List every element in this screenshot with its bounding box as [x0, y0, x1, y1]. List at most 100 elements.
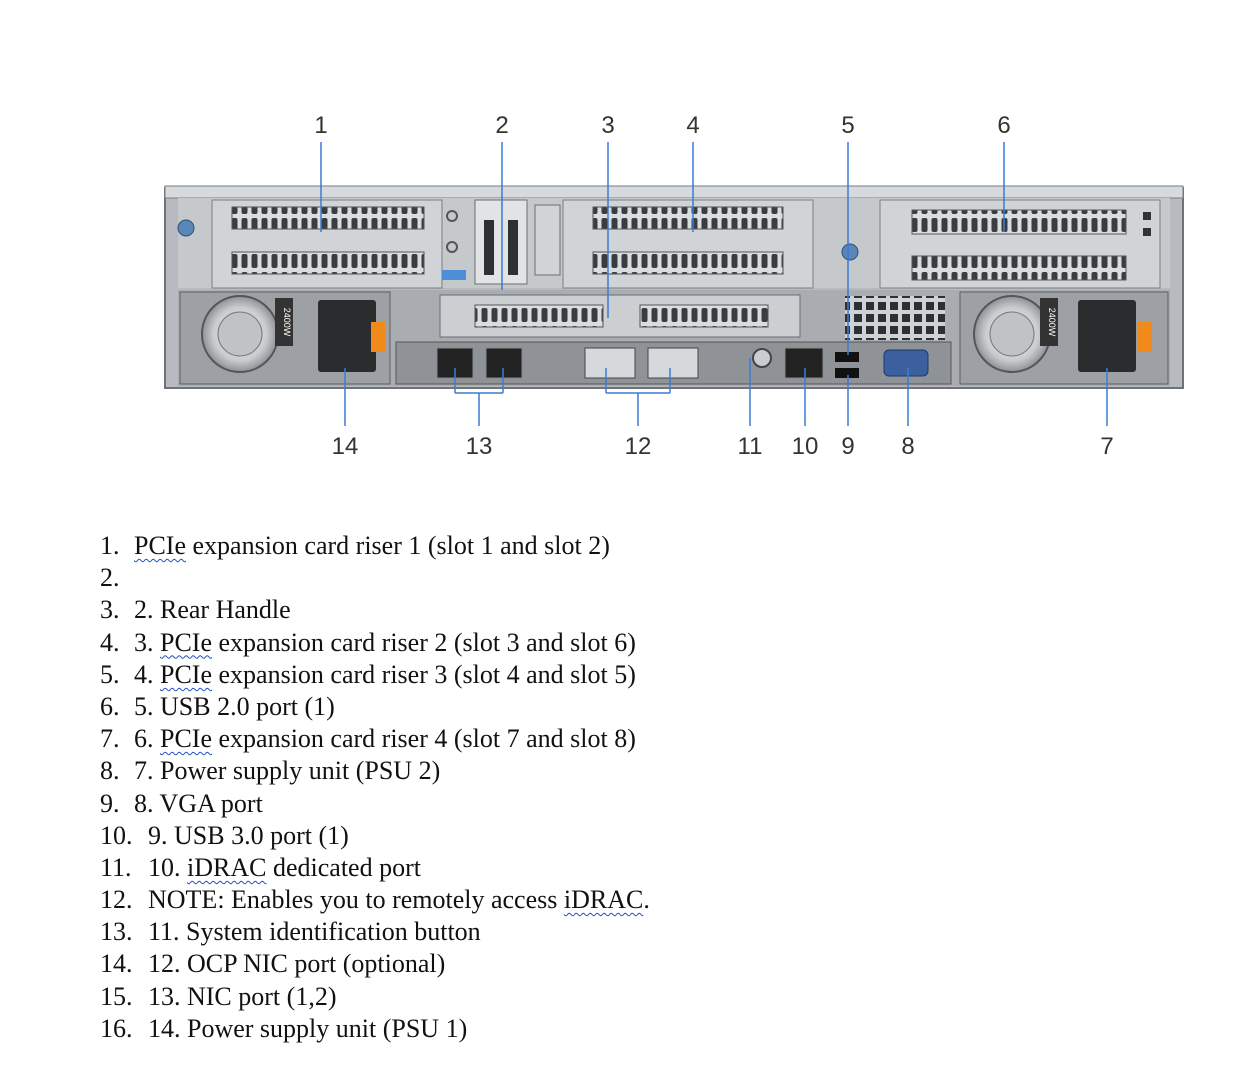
list-item: 10. 9. USB 3.0 port (1) — [100, 820, 650, 852]
list-item-text: 4. — [134, 659, 160, 689]
list-item-text: 10. — [148, 852, 187, 882]
list-item-number: 9. — [100, 788, 120, 818]
callout-number: 4 — [686, 112, 699, 139]
ocp-nic-port-1[interactable] — [584, 347, 636, 379]
io-panel — [395, 341, 952, 385]
list-item: 12.NOTE: Enables you to remotely access … — [100, 884, 650, 916]
spellcheck-flagged-word: PCIe — [160, 627, 212, 657]
callout-number: 12 — [625, 433, 652, 460]
callout-number: 6 — [997, 112, 1010, 139]
callout-number: 11 — [738, 433, 763, 460]
psu-handle[interactable] — [371, 322, 385, 352]
spellcheck-flagged-word: iDRAC — [563, 885, 644, 915]
list-item-number: 8. — [100, 756, 120, 786]
list-item-number: 1. — [100, 531, 120, 560]
component-list: 1. PCIe expansion card riser 1 (slot 1 an… — [100, 530, 650, 1045]
list-item-text: 3. — [134, 627, 160, 657]
callout-number: 5 — [841, 112, 854, 139]
slot-icon — [446, 241, 458, 253]
list-item-text: 12. OCP NIC port (optional) — [148, 949, 446, 979]
list-item-text: 2. Rear Handle — [134, 595, 291, 625]
callout-number: 3 — [601, 112, 614, 139]
list-item-number: 2. — [100, 563, 120, 593]
list-item-text: expansion card riser 3 (slot 4 and slot … — [212, 659, 636, 689]
list-item: 14. 12. OCP NIC port (optional) — [100, 948, 650, 980]
rear-handle[interactable] — [474, 199, 561, 285]
list-item-text: 7. Power supply unit (PSU 2) — [134, 756, 441, 786]
spellcheck-flagged-word: iDRAC — [187, 852, 267, 882]
list-item-text: NOTE: Enables you to remotely access — [148, 885, 564, 915]
list-item-number: 15. — [100, 981, 133, 1011]
list-item-text: expansion card riser 4 (slot 7 and slot … — [212, 724, 636, 754]
callout-number: 1 — [314, 112, 327, 139]
callout-number: 7 — [1100, 433, 1113, 460]
list-item-number: 5. — [100, 659, 120, 689]
list-item-number: 4. — [100, 627, 120, 657]
list-item: 15. 13. NIC port (1,2) — [100, 981, 650, 1013]
vent-grill — [845, 296, 945, 340]
vga-port[interactable] — [883, 349, 929, 377]
list-item: 2. — [100, 562, 650, 594]
callout-lines — [320, 142, 1108, 426]
riser-2 — [439, 294, 801, 338]
system-id-button[interactable] — [752, 348, 772, 368]
list-item: 3. 2. Rear Handle — [100, 594, 650, 626]
psu-handle[interactable] — [1138, 322, 1152, 352]
list-item-text: 14. Power supply unit (PSU 1) — [148, 1013, 468, 1043]
list-item-text: expansion card riser 1 (slot 1 and slot … — [186, 531, 610, 560]
callout-number: 2 — [495, 112, 508, 139]
list-item: 5. 4. PCIe expansion card riser 3 (slot 4… — [100, 659, 650, 691]
list-item: 4. 3. PCIe expansion card riser 2 (slot 3… — [100, 627, 650, 659]
usb-2-port[interactable] — [835, 352, 859, 362]
list-item-number: 10. — [100, 820, 133, 850]
spellcheck-flagged-word: PCIe — [160, 724, 212, 754]
power-inlet — [1078, 300, 1136, 372]
list-item-number: 3. — [100, 595, 120, 625]
list-item-text: 11. System identification button — [148, 917, 481, 947]
list-item-number: 11. — [100, 852, 132, 882]
list-item-number: 12. — [100, 885, 133, 915]
list-item-text: 13. NIC port (1,2) — [148, 981, 337, 1011]
list-item: 16. 14. Power supply unit (PSU 1) — [100, 1013, 650, 1045]
list-item-text: expansion card riser 2 (slot 3 and slot … — [212, 627, 636, 657]
usb-3-port[interactable] — [835, 368, 859, 378]
list-item: 1. PCIe expansion card riser 1 (slot 1 an… — [100, 530, 650, 562]
callout-number: 10 — [792, 433, 819, 460]
list-item: 9. 8. VGA port — [100, 788, 650, 820]
power-inlet — [318, 300, 376, 372]
slot-icon — [446, 210, 458, 222]
list-item-number: 6. — [100, 691, 120, 721]
server-rear-view-figure: 2400W 2400W — [164, 112, 1184, 460]
psu-1[interactable]: 2400W — [179, 291, 391, 385]
list-item-number: 16. — [100, 1013, 133, 1043]
riser-1 — [211, 199, 466, 289]
thumbscrew-icon[interactable] — [841, 243, 859, 261]
list-item: 11. 10. iDRAC dedicated port — [100, 852, 650, 884]
psu-wattage-label: 2400W — [282, 308, 292, 337]
spellcheck-flagged-word: PCIe — [134, 531, 186, 560]
nic-port-2[interactable] — [485, 347, 523, 379]
list-item-text: 9. USB 3.0 port (1) — [148, 820, 349, 850]
list-item: 6. 5. USB 2.0 port (1) — [100, 691, 650, 723]
ocp-nic-port-2[interactable] — [647, 347, 699, 379]
riser-3 — [562, 199, 814, 289]
callout-number: 14 — [332, 433, 359, 460]
callout-number: 9 — [841, 433, 854, 460]
callout-number: 8 — [901, 433, 914, 460]
list-item-number: 14. — [100, 949, 133, 979]
list-item-number: 13. — [100, 917, 133, 947]
list-item-text: 8. VGA port — [134, 788, 263, 818]
list-item: 13. 11. System identification button — [100, 916, 650, 948]
list-item-text: 5. USB 2.0 port (1) — [134, 691, 335, 721]
list-item-text: dedicated port — [266, 852, 421, 882]
list-item-number: 7. — [100, 724, 120, 754]
psu-wattage-label: 2400W — [1047, 308, 1057, 337]
riser-latch[interactable] — [442, 270, 466, 280]
list-item-text: 6. — [134, 724, 160, 754]
callout-number: 13 — [466, 433, 493, 460]
psu-2[interactable]: 2400W — [959, 291, 1169, 385]
spellcheck-flagged-word: PCIe — [160, 659, 212, 689]
thumbscrew-icon[interactable] — [177, 219, 195, 237]
list-item-text: . — [643, 885, 650, 915]
idrac-port[interactable] — [784, 347, 824, 379]
